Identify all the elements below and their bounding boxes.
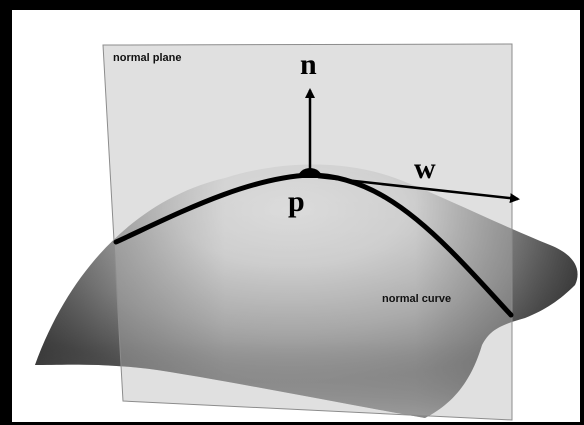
curved-surface xyxy=(35,164,578,418)
normal-plane xyxy=(102,43,513,421)
tangent-vector-label: w xyxy=(414,152,436,185)
normal-plane-label: normal plane xyxy=(113,52,181,64)
point-p-marker xyxy=(298,168,322,178)
tangent-vector-arrow xyxy=(317,175,520,204)
point-label: p xyxy=(288,185,305,218)
normal-curve-label: normal curve xyxy=(382,293,451,305)
normal-curve xyxy=(113,172,514,318)
normal-vector-label: n xyxy=(300,48,317,81)
